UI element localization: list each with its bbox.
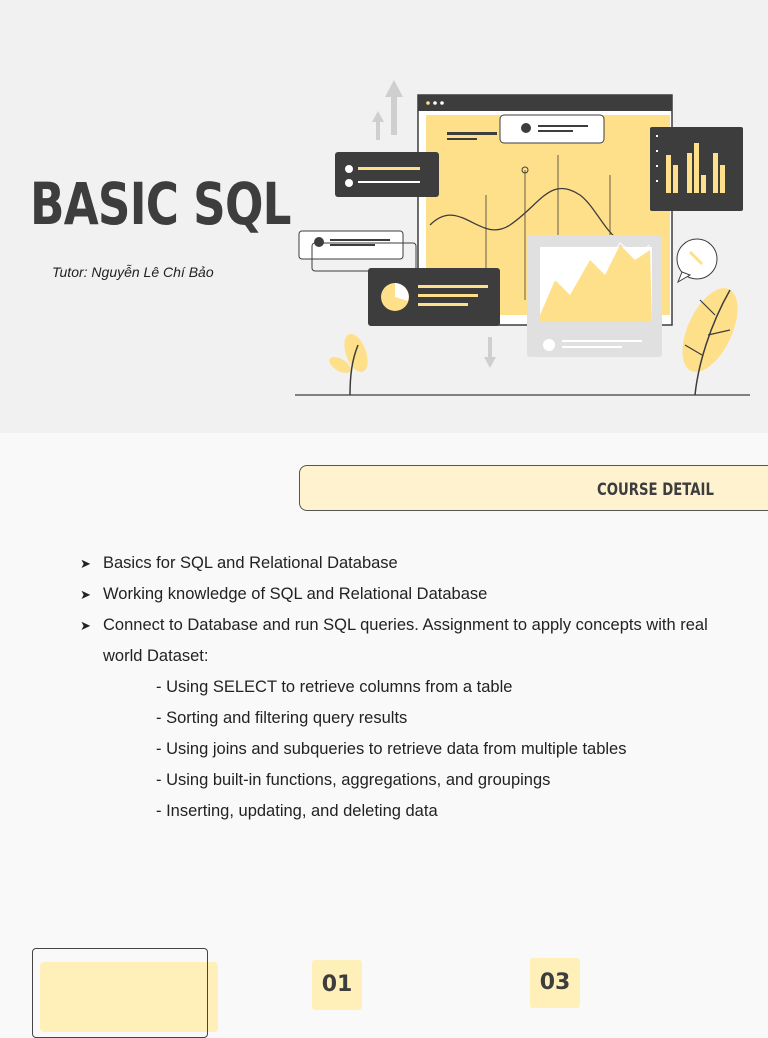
course-detail-banner — [299, 465, 768, 511]
list-item-text: Connect to Database and run SQL queries.… — [103, 616, 708, 665]
chat-bubble-icon — [676, 238, 718, 284]
plant-right-icon — [682, 288, 738, 396]
tutor-name: Tutor: Nguyễn Lê Chí Bảo — [52, 264, 214, 280]
page-title: BASIC SQL — [30, 170, 291, 238]
footer-card-fill — [40, 962, 218, 1032]
plant-left-icon — [329, 333, 368, 396]
list-item: ➤ Basics for SQL and Relational Database — [80, 548, 720, 579]
up-arrow-icon — [372, 80, 403, 140]
course-detail-heading: COURSE DETAIL — [597, 480, 714, 500]
arrow-bullet-icon: ➤ — [80, 618, 91, 633]
sub-list-item: - Inserting, updating, and deleting data — [156, 802, 438, 820]
sub-list-item: - Using joins and subqueries to retrieve… — [156, 740, 627, 758]
section-number-01: 01 — [312, 960, 362, 1010]
arrow-bullet-icon: ➤ — [80, 587, 91, 602]
sub-list-item: - Using built-in functions, aggregations… — [156, 771, 551, 789]
list-item-text: Working knowledge of SQL and Relational … — [103, 585, 488, 603]
section-number-03: 03 — [530, 958, 580, 1008]
sub-list-item: - Sorting and filtering query results — [156, 709, 408, 727]
data-analytics-illustration — [295, 80, 750, 396]
list-item-text: Basics for SQL and Relational Database — [103, 554, 398, 572]
bar-chart-icon — [666, 143, 725, 193]
course-detail-list: ➤ Basics for SQL and Relational Database… — [80, 548, 720, 827]
list-item: ➤ Working knowledge of SQL and Relationa… — [80, 579, 720, 610]
down-arrow-icon — [484, 337, 496, 368]
sub-list-item: - Using SELECT to retrieve columns from … — [156, 678, 513, 696]
footer-card — [32, 948, 208, 1038]
list-item: ➤ Connect to Database and run SQL querie… — [80, 610, 720, 672]
arrow-bullet-icon: ➤ — [80, 556, 91, 571]
